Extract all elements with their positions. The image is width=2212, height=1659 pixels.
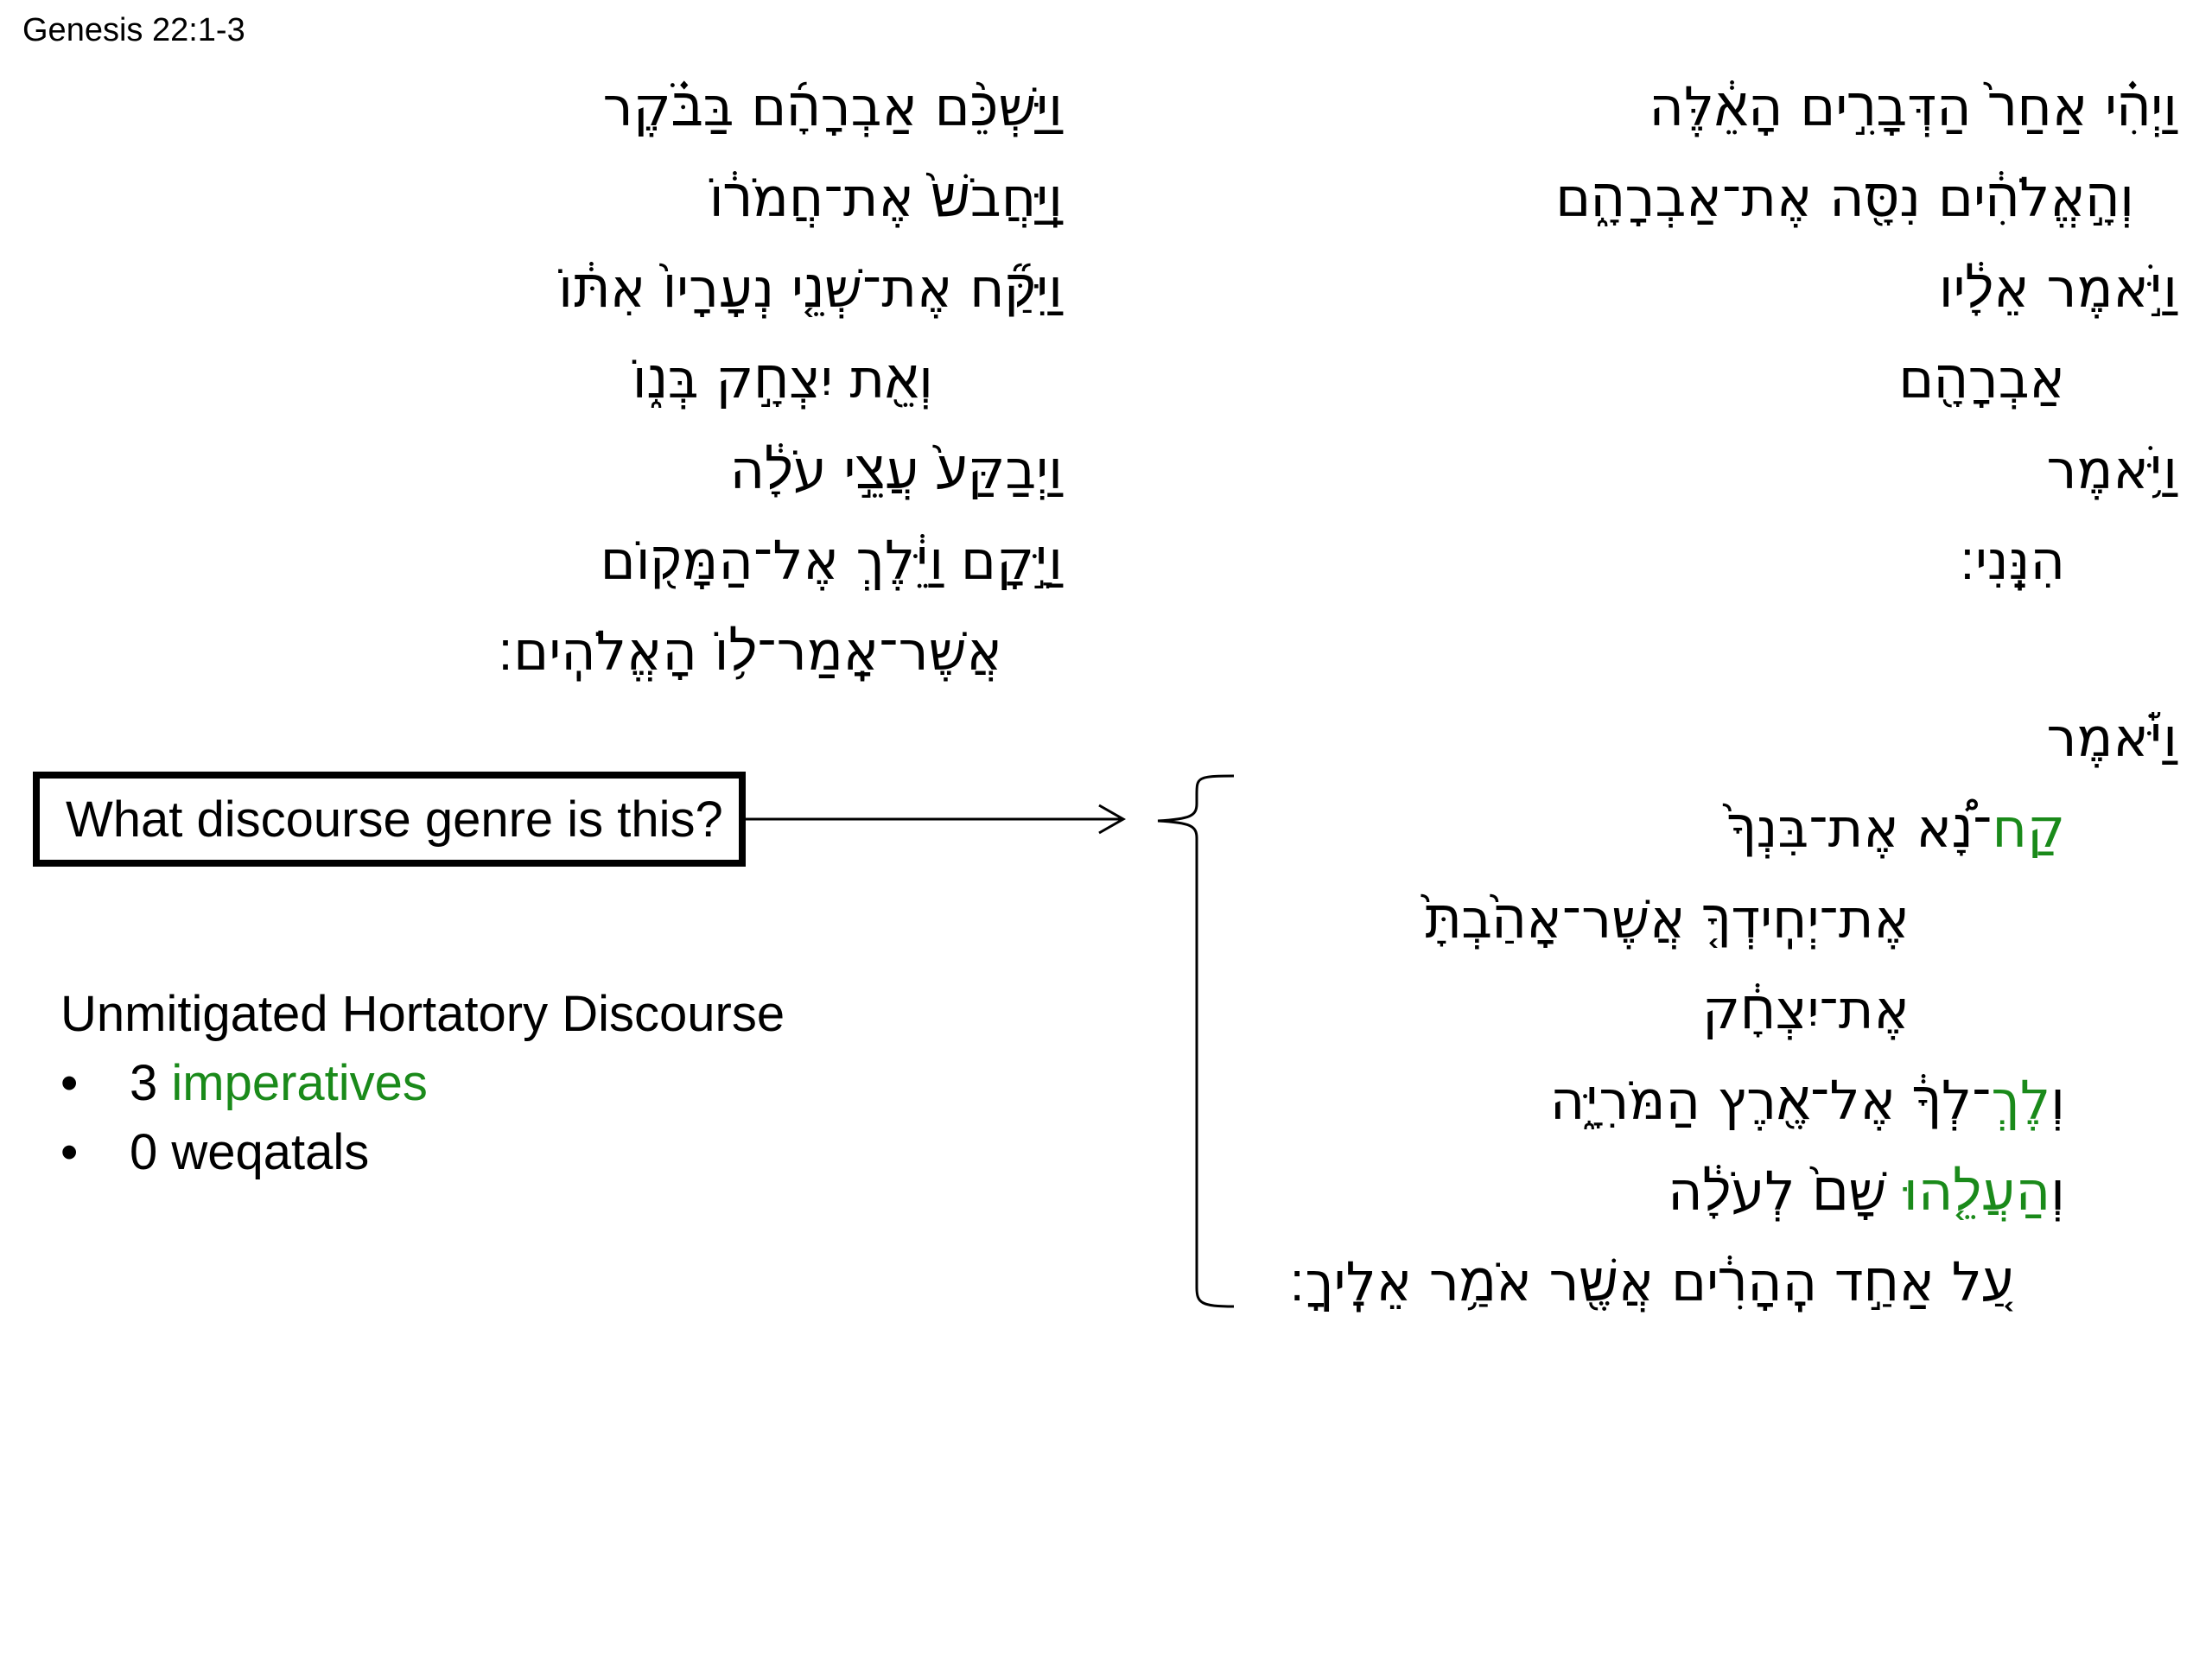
- hebrew-text: ־נָ֠א אֶת־בִּנְךָ֙: [1727, 797, 1993, 860]
- passage-reference: Genesis 22:1-3: [22, 12, 245, 48]
- hebrew-text: וְ: [2050, 1069, 2065, 1132]
- hebrew-line: וַיַּשְׁכֵּ֨ם אַבְרָהָ֜ם בַּבֹּ֗קֶר: [603, 80, 1063, 134]
- hebrew-line: וַיֹּ֥אמֶר: [2046, 443, 2177, 497]
- bullet-count: 3: [130, 1055, 158, 1111]
- imperative-verb: הַעֲלֵ֤הוּ: [1903, 1160, 2051, 1223]
- hebrew-line: אֲשֶׁר־אָֽמַר־ל֥וֹ הָאֱלֹהִֽים׃: [498, 625, 1002, 678]
- hebrew-text: וַיְבַקַּע֙ עֲצֵ֣י עֹלָ֔ה: [729, 438, 1063, 501]
- curly-brace-icon: [1157, 774, 1235, 1308]
- hebrew-text: שָׁם֙ לְעֹלָ֔ה: [1668, 1160, 1904, 1223]
- hebrew-line: אַבְרָהָ֖ם: [1898, 353, 2065, 406]
- genre-title: Unmitigated Hortatory Discourse: [60, 986, 785, 1042]
- hebrew-line: אֶת־יְחִֽידְךָ֤ אֲשֶׁר־אָהַ֙בְתָּ֙: [1424, 893, 1910, 946]
- hebrew-text: וַיֹּ֡אמֶר: [2046, 706, 2177, 769]
- hebrew-line: וַיְהִ֗י אַחַר֙ הַדְּבָרִ֣ים הָאֵ֔לֶּה: [1649, 80, 2177, 134]
- hebrew-line: וַיֹּ֣אמֶר אֵלָ֔יו: [1939, 262, 2177, 315]
- hebrew-line: וַיִּקַּ֞ח אֶת־שְׁנֵ֤י נְעָרָיו֙ אִתּ֔וֹ: [558, 262, 1063, 315]
- hebrew-text: ־לְךָ֔ אֶל־אֶ֖רֶץ הַמֹּרִיָּ֑ה: [1549, 1069, 1992, 1132]
- hebrew-line: וַֽיַּחֲבֹשׁ֙ אֶת־חֲמֹר֔וֹ: [709, 171, 1063, 225]
- bullet-dot: •: [60, 1055, 79, 1111]
- hebrew-line: וַיָּ֣קָם וַיֵּ֔לֶךְ אֶל־הַמָּק֖וֹם: [601, 534, 1063, 588]
- hebrew-text: אֶת־יִצְחָ֔ק: [1701, 978, 1910, 1041]
- hebrew-text: וַיָּ֣קָם וַיֵּ֔לֶךְ אֶל־הַמָּק֖וֹם: [600, 529, 1063, 592]
- bullet-label: weqatals: [171, 1124, 370, 1180]
- hebrew-text: וְהָ֣אֱלֹהִ֔ים נִסָּ֖ה אֶת־אַבְרָהָ֑ם: [1555, 166, 2134, 229]
- bullet-dot: •: [60, 1124, 79, 1180]
- hebrew-text: הִנֵּֽנִי׃: [1959, 529, 2065, 592]
- arrow-head-icon: [1098, 804, 1127, 835]
- hebrew-line: וַיְבַקַּע֙ עֲצֵ֣י עֹלָ֔ה: [730, 443, 1063, 497]
- hebrew-line: קַח־נָ֠א אֶת־בִּנְךָ֙: [1727, 802, 2065, 855]
- hebrew-text: וַֽיַּחֲבֹשׁ֙ אֶת־חֲמֹר֔וֹ: [709, 166, 1063, 229]
- hebrew-line: וְהָ֣אֱלֹהִ֔ים נִסָּ֖ה אֶת־אַבְרָהָ֑ם: [1555, 171, 2134, 225]
- hebrew-line: הִנֵּֽנִי׃: [1960, 534, 2065, 588]
- bullet-weqatals: • 0 weqatals: [60, 1123, 369, 1181]
- hebrew-text: אֶת־יְחִֽידְךָ֤ אֲשֶׁר־אָהַ֙בְתָּ֙: [1424, 887, 1910, 950]
- hebrew-line: וְאֵ֖ת יִצְחָ֣ק בְּנ֑וֹ: [632, 353, 933, 406]
- question-text: What discourse genre is this?: [66, 791, 723, 848]
- hebrew-line: וְהַעֲלֵ֤הוּ שָׁם֙ לְעֹלָ֔ה: [1668, 1165, 2065, 1218]
- hebrew-line: עַ֚ל אַחַ֣ד הֶֽהָרִ֔ים אֲשֶׁ֖ר אֹמַ֥ר אֵ…: [1289, 1255, 2013, 1309]
- hebrew-line: וַיֹּ֡אמֶר: [2046, 711, 2177, 765]
- bullet-count: 0: [130, 1124, 158, 1180]
- question-box: What discourse genre is this?: [33, 772, 746, 867]
- bullet-imperatives: • 3 imperatives: [60, 1054, 428, 1112]
- imperative-verb: קַח: [1992, 797, 2066, 860]
- bullet-label: imperatives: [171, 1055, 428, 1111]
- hebrew-text: אֲשֶׁר־אָֽמַר־ל֥וֹ הָאֱלֹהִֽים׃: [497, 620, 1002, 683]
- hebrew-text: וַיְהִ֗י אַחַר֙ הַדְּבָרִ֣ים הָאֵ֔לֶּה: [1649, 75, 2177, 138]
- hebrew-line: וְלֶךְ־לְךָ֔ אֶל־אֶ֖רֶץ הַמֹּרִיָּ֑ה: [1550, 1074, 2065, 1128]
- hebrew-text: וְ: [2050, 1160, 2065, 1223]
- hebrew-text: וַיֹּ֥אמֶר: [2046, 438, 2177, 501]
- hebrew-text: אַבְרָהָ֖ם: [1898, 347, 2065, 410]
- hebrew-text: עַ֚ל אַחַ֣ד הֶֽהָרִ֔ים אֲשֶׁ֖ר אֹמַ֥ר אֵ…: [1289, 1250, 2013, 1313]
- hebrew-text: וַיַּשְׁכֵּ֨ם אַבְרָהָ֜ם בַּבֹּ֗קֶר: [602, 75, 1063, 138]
- hebrew-text: וַיִּקַּ֞ח אֶת־שְׁנֵ֤י נְעָרָיו֙ אִתּ֔וֹ: [558, 257, 1063, 320]
- hebrew-line: אֶת־יִצְחָ֔ק: [1702, 983, 1910, 1037]
- imperative-verb: לֶךְ: [1991, 1069, 2051, 1132]
- hebrew-text: וַיֹּ֣אמֶר אֵלָ֔יו: [1938, 257, 2177, 320]
- hebrew-text: וְאֵ֖ת יִצְחָ֣ק בְּנ֑וֹ: [632, 347, 933, 410]
